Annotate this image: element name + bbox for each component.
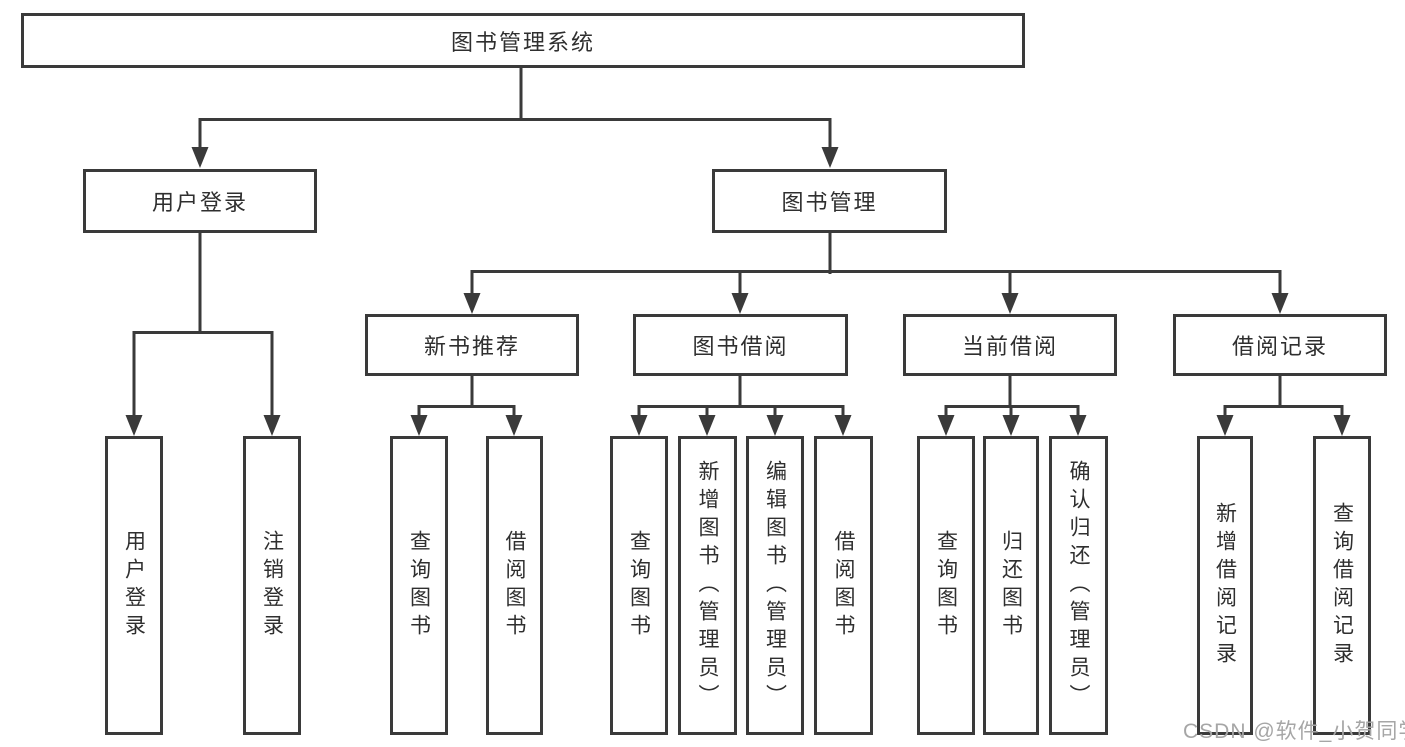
leaf-label: 确认归还（管理员） <box>1067 459 1091 712</box>
node-leaf-bb-borrow-books: 借阅图书 <box>814 436 873 735</box>
node-root: 图书管理系统 <box>21 13 1025 68</box>
node-leaf-cb-query-books: 查询图书 <box>917 436 975 735</box>
node-user-login: 用户登录 <box>83 169 317 233</box>
node-leaf-nb-query-books: 查询图书 <box>390 436 448 735</box>
leaf-label: 查询图书 <box>407 529 431 642</box>
leaf-label: 借阅图书 <box>503 529 527 642</box>
node-borrowing-records: 借阅记录 <box>1173 314 1387 376</box>
node-leaf-cb-return-books: 归还图书 <box>983 436 1039 735</box>
node-leaf-user-login: 用户登录 <box>105 436 163 735</box>
node-leaf-cb-confirm-return: 确认归还（管理员） <box>1049 436 1108 735</box>
leaf-label: 注销登录 <box>260 529 284 642</box>
node-book-management: 图书管理 <box>712 169 947 233</box>
leaf-label: 借阅图书 <box>832 529 856 642</box>
node-leaf-br-query-record: 查询借阅记录 <box>1313 436 1371 735</box>
leaf-label: 归还图书 <box>999 529 1023 642</box>
node-book-borrowing: 图书借阅 <box>633 314 848 376</box>
leaf-label: 用户登录 <box>122 529 146 642</box>
leaf-label: 查询图书 <box>934 529 958 642</box>
node-leaf-logout: 注销登录 <box>243 436 301 735</box>
csdn-watermark: CSDN @软件_小贺同学 <box>1183 720 1405 743</box>
leaf-label: 新增借阅记录 <box>1213 501 1237 670</box>
node-leaf-bb-query-books: 查询图书 <box>610 436 668 735</box>
node-leaf-nb-borrow-books: 借阅图书 <box>486 436 543 735</box>
node-leaf-bb-edit-books: 编辑图书（管理员） <box>746 436 804 735</box>
node-current-borrowing: 当前借阅 <box>903 314 1117 376</box>
node-leaf-bb-add-books: 新增图书（管理员） <box>678 436 737 735</box>
leaf-label: 查询图书 <box>627 529 651 642</box>
leaf-label: 查询借阅记录 <box>1330 501 1354 670</box>
node-new-book-recommend: 新书推荐 <box>365 314 579 376</box>
leaf-label: 编辑图书（管理员） <box>763 459 787 712</box>
node-leaf-br-add-record: 新增借阅记录 <box>1197 436 1253 735</box>
arrow-shafts <box>132 119 1344 417</box>
leaf-label: 新增图书（管理员） <box>696 459 720 712</box>
